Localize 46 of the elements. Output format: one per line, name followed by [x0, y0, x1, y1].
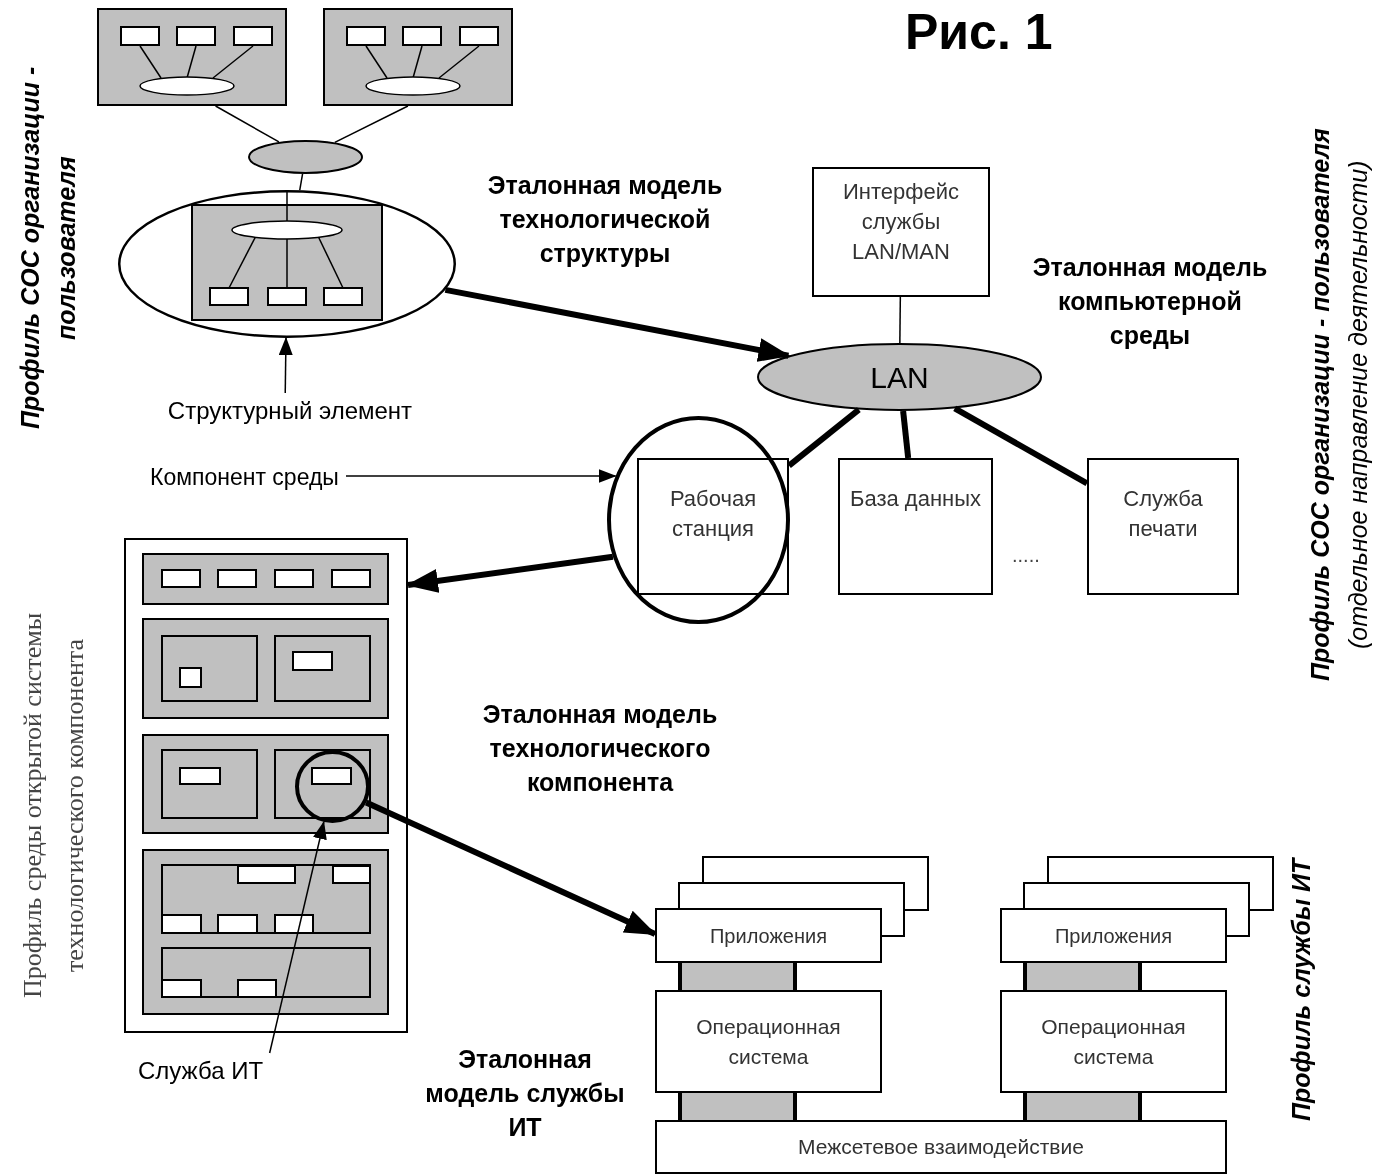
- annotation-text: Компонент среды: [150, 460, 346, 492]
- interface-bar: [1023, 963, 1142, 990]
- connector-line: [214, 105, 280, 143]
- network-panel: [323, 8, 513, 106]
- connector-line: [899, 296, 902, 344]
- network-panel: [97, 8, 287, 106]
- component-box: База данных: [838, 458, 993, 595]
- component-box: Служба печати: [1087, 458, 1239, 595]
- annotation-text: Служба ИТ: [138, 1053, 308, 1087]
- connector-line: [787, 407, 861, 468]
- arrow: [345, 469, 617, 483]
- connector-line: [299, 173, 304, 191]
- highlight-circle: [607, 416, 790, 624]
- connector-line: [334, 105, 409, 144]
- os-box: Операционная система: [1000, 990, 1227, 1093]
- hub-ellipse: [248, 140, 363, 174]
- arrow: [406, 553, 614, 593]
- vertical-caption: (отдельное направление деятельности): [1343, 159, 1373, 652]
- vertical-caption: Профиль среды открытой системы технологического компонента: [17, 611, 90, 1000]
- interface-bar: [1023, 1093, 1142, 1120]
- interface-box: Интерфейс службы LAN/MAN: [812, 167, 990, 297]
- os-box: Операционная система: [655, 990, 882, 1093]
- highlight-circle: [295, 750, 370, 823]
- lan-ellipse: LAN: [757, 343, 1042, 411]
- arrow: [444, 286, 791, 362]
- ellipsis-text: .....: [1012, 543, 1040, 568]
- application-stack: Приложения: [655, 856, 929, 963]
- application-stack: Приложения: [1000, 856, 1274, 963]
- interface-bar: [678, 963, 797, 990]
- arrow: [278, 337, 293, 394]
- component-rack: [124, 538, 408, 1033]
- section-heading: Эталонная модель технологического компонента: [481, 699, 719, 798]
- figure-title: Рис. 1: [905, 3, 1053, 62]
- connector-line: [953, 405, 1089, 486]
- interface-bar: [678, 1093, 797, 1120]
- vertical-caption: Профиль службы ИТ: [1286, 857, 1316, 1124]
- section-heading: Эталонная модель службы ИТ: [425, 1044, 625, 1143]
- vertical-caption: Профиль СОС организации - пользователя: [1305, 127, 1335, 684]
- section-heading: Эталонная модель технологической структуры: [486, 170, 724, 269]
- vertical-caption: Профиль СОС организации - пользователя: [15, 65, 81, 432]
- networking-box: Межсетевое взаимодействие: [655, 1120, 1227, 1174]
- structure-ellipse: [118, 190, 456, 338]
- arrow: [364, 799, 657, 937]
- arrow: [268, 821, 327, 1054]
- connector-line: [900, 410, 912, 459]
- annotation-text: Структурный элемент: [130, 393, 450, 427]
